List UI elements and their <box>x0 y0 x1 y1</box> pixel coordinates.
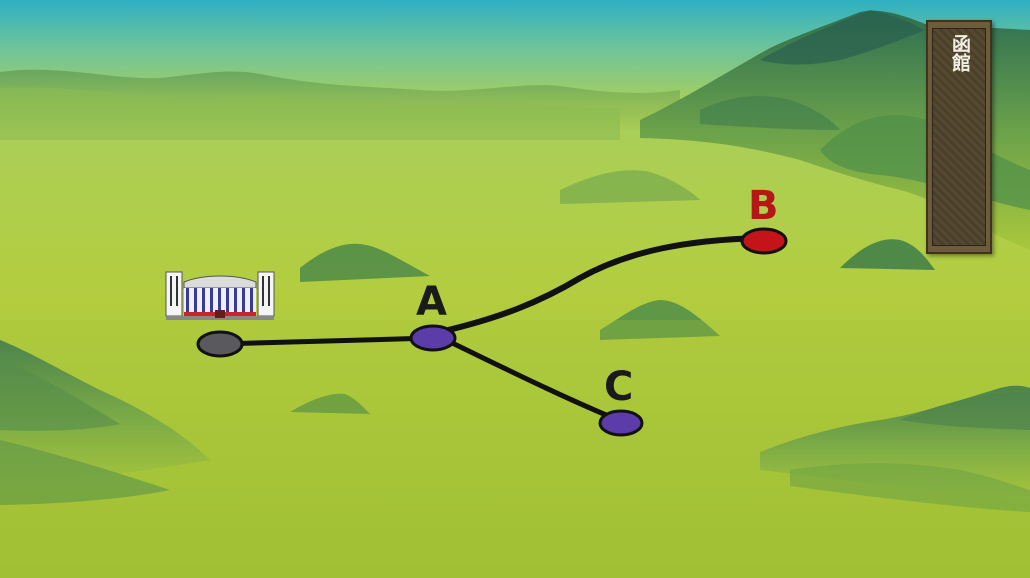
node-a[interactable] <box>409 324 457 352</box>
location-name: 函館 <box>949 34 971 72</box>
path-a-to-c <box>443 337 621 423</box>
location-name-banner: 函館 <box>926 20 992 254</box>
node-b-label: B <box>748 183 779 229</box>
path-start-to-a <box>217 335 435 347</box>
node-start[interactable] <box>196 330 244 358</box>
node-c-label: C <box>604 364 634 410</box>
castle-camp-icon <box>165 271 275 320</box>
path-a-to-b <box>437 235 763 335</box>
node-c[interactable] <box>598 409 644 437</box>
node-a-label: A <box>416 279 447 325</box>
node-b[interactable] <box>740 227 788 255</box>
banner-pattern <box>932 28 986 246</box>
